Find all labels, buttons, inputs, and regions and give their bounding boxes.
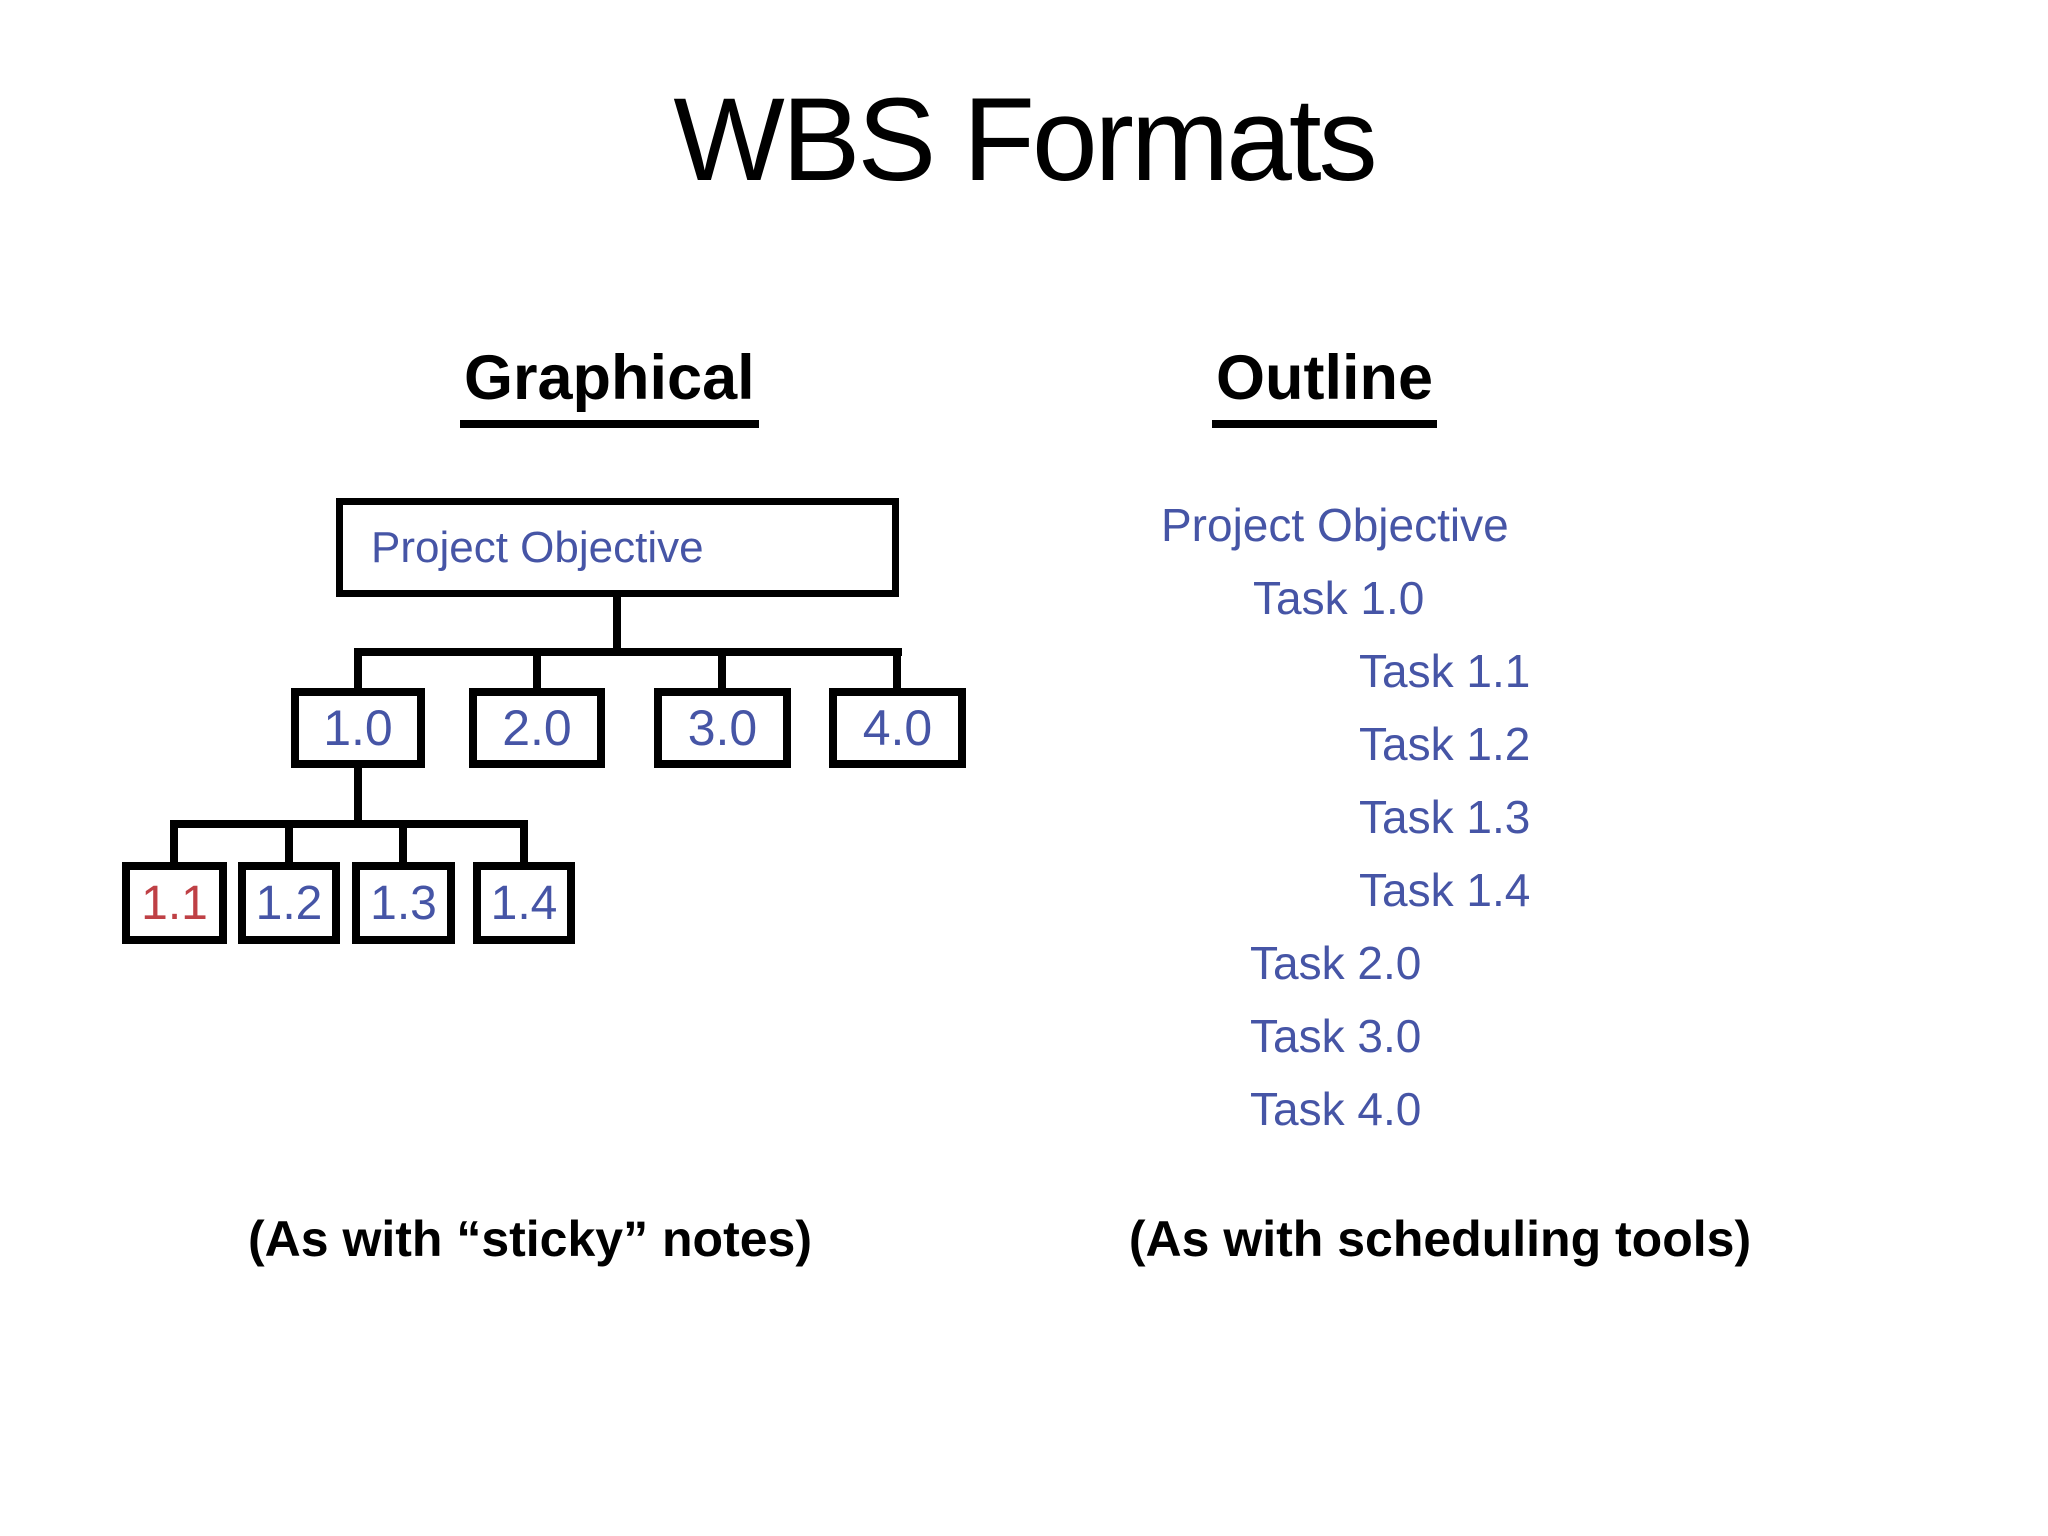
outline-item-task-4-0: Task 4.0 <box>1250 1083 1422 1135</box>
tree-box-1-3-label: 1.3 <box>370 876 437 930</box>
slide-title: WBS Formats <box>673 74 1377 206</box>
tree-box-project-objective: Project Objective <box>336 498 899 597</box>
tree-box-1-4-label: 1.4 <box>490 876 558 930</box>
connector-drop-3-0 <box>718 648 726 696</box>
connector-drop-1-3 <box>399 820 407 868</box>
connector-drop-1-1 <box>170 820 178 868</box>
caption-outline: (As with scheduling tools) <box>1128 1211 1752 1267</box>
connector-level2-horizontal <box>170 820 528 828</box>
tree-box-1-2-label: 1.2 <box>255 876 323 930</box>
tree-box-3-0-label: 3.0 <box>687 700 758 756</box>
outline-item-task-1-4: Task 1.4 <box>1359 864 1531 916</box>
tree-box-1-0: 1.0 <box>291 688 425 768</box>
tree-box-1-3: 1.3 <box>352 862 455 944</box>
heading-graphical-label: Graphical <box>460 342 759 428</box>
connector-drop-1-4 <box>520 820 528 868</box>
heading-graphical: Graphical <box>460 342 759 428</box>
connector-1-0-vertical <box>354 768 362 828</box>
connector-level1-horizontal <box>354 648 902 656</box>
connector-drop-1-2 <box>285 820 293 868</box>
heading-outline: Outline <box>1212 342 1437 428</box>
tree-box-1-2: 1.2 <box>238 862 340 944</box>
outline-item-task-1-3: Task 1.3 <box>1359 791 1531 843</box>
tree-box-project-objective-label: Project Objective <box>371 522 704 572</box>
connector-drop-4-0 <box>893 648 901 696</box>
outline-item-task-1-1: Task 1.1 <box>1359 645 1531 697</box>
outline-item-task-3-0: Task 3.0 <box>1250 1010 1422 1062</box>
tree-box-3-0: 3.0 <box>654 688 791 768</box>
tree-box-1-4: 1.4 <box>473 862 575 944</box>
outline-item-project-objective: Project Objective <box>1161 499 1509 551</box>
tree-box-1-1: 1.1 <box>122 862 227 944</box>
connector-drop-2-0 <box>533 648 541 696</box>
tree-box-2-0: 2.0 <box>469 688 605 768</box>
tree-box-2-0-label: 2.0 <box>502 700 572 756</box>
outline-item-task-1-0: Task 1.0 <box>1253 572 1425 624</box>
tree-box-4-0-label: 4.0 <box>862 700 933 756</box>
tree-box-1-1-label: 1.1 <box>141 876 208 930</box>
heading-outline-label: Outline <box>1212 342 1437 428</box>
caption-graphical: (As with “sticky” notes) <box>248 1211 812 1267</box>
connector-drop-1-0 <box>354 648 362 696</box>
tree-box-1-0-label: 1.0 <box>323 700 393 756</box>
tree-box-4-0: 4.0 <box>829 688 966 768</box>
outline-item-task-2-0: Task 2.0 <box>1250 937 1422 989</box>
connector-root-vertical <box>613 597 621 652</box>
outline-item-task-1-2: Task 1.2 <box>1359 718 1531 770</box>
